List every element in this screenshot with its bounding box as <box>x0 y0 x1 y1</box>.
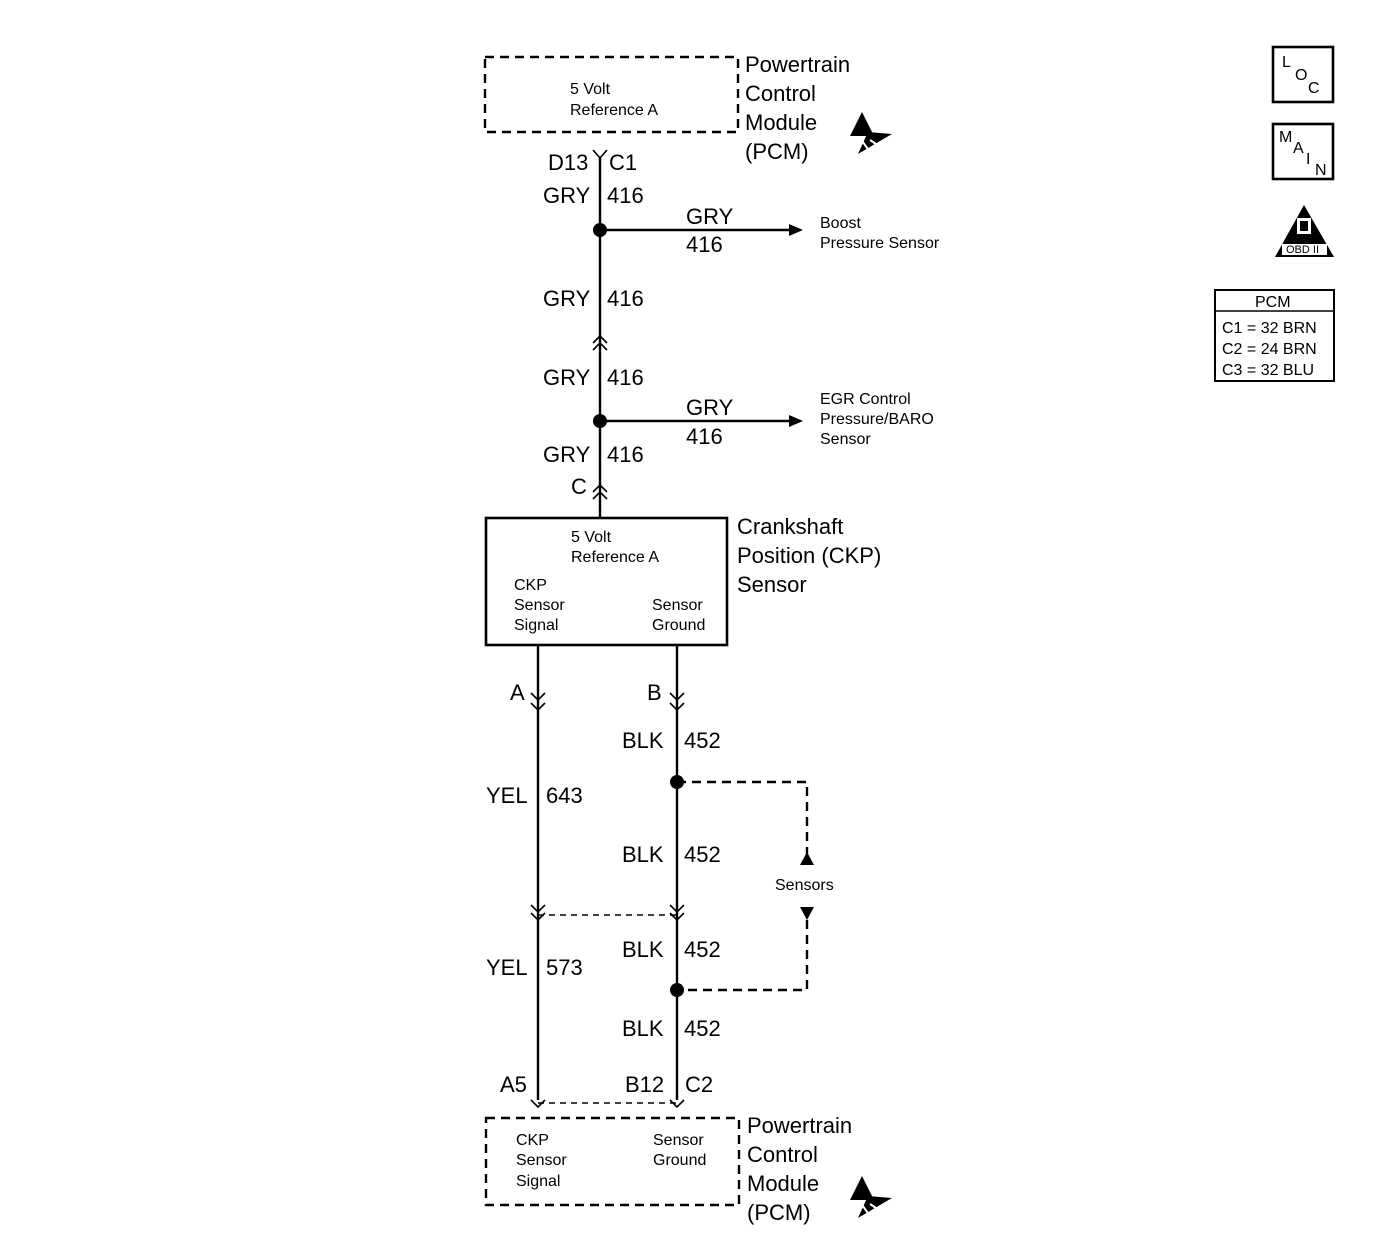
pin-c1: C1 <box>609 150 637 175</box>
wire-452-color-4: BLK <box>622 1016 664 1041</box>
sensors-loop-top <box>677 780 809 860</box>
wire-643-circuit: 643 <box>546 783 583 808</box>
connector-icon <box>592 149 608 160</box>
main-letter-n: N <box>1315 162 1327 179</box>
connector-c: C <box>571 474 587 499</box>
pcm-bottom-ground-1: Sensor <box>653 1132 704 1149</box>
inline-connector-icon <box>592 334 608 351</box>
wire-boost-circuit: 416 <box>686 232 723 257</box>
pin-d13: D13 <box>548 150 588 175</box>
main-letter-a: A <box>1293 140 1304 157</box>
wire-452-color-2: BLK <box>622 842 664 867</box>
esd-icon <box>849 111 893 155</box>
wire-573-circuit: 573 <box>546 955 583 980</box>
wire-643-color: YEL <box>486 783 528 808</box>
ckp-ref-1: 5 Volt <box>571 529 612 546</box>
sensors-loop-bottom <box>677 920 809 992</box>
wire-416-color-2: GRY <box>543 286 591 311</box>
pcm-bottom-title-1: Powertrain <box>747 1113 852 1138</box>
sensors-label: Sensors <box>775 877 834 894</box>
wire-573-color: YEL <box>486 955 528 980</box>
pcm-connector-table <box>1214 289 1335 382</box>
pcm-bottom-signal-2: Sensor <box>516 1152 567 1169</box>
wire-416-circuit-4: 416 <box>607 442 644 467</box>
main-icon[interactable] <box>1271 122 1335 181</box>
main-letter-i: I <box>1306 151 1310 168</box>
arrow-right-icon <box>789 224 803 236</box>
pin-a: A <box>510 680 525 705</box>
ckp-ground-2: Ground <box>652 617 705 634</box>
wire-416-circuit-1: 416 <box>607 183 644 208</box>
pcm-table-row-2: C2 = 24 BRN <box>1222 341 1317 358</box>
wire-416-circuit-3: 416 <box>607 365 644 390</box>
pcm-bottom-box <box>484 1116 741 1207</box>
connector-a-icon <box>530 692 546 712</box>
wire-416-color-4: GRY <box>543 442 591 467</box>
ckp-title-1: Crankshaft <box>737 514 843 539</box>
pin-a5: A5 <box>500 1072 527 1097</box>
pcm-table-title: PCM <box>1255 294 1291 311</box>
egr-sensor-3: Sensor <box>820 431 871 448</box>
arrow-up-icon <box>800 852 814 865</box>
pin-b12: B12 <box>625 1072 664 1097</box>
connector-b-icon <box>669 692 685 712</box>
ckp-signal-3: Signal <box>514 617 558 634</box>
obd-label: OBD II <box>1286 244 1319 256</box>
pcm-top-title-3: Module <box>745 110 817 135</box>
pcm-top-title-1: Powertrain <box>745 52 850 77</box>
egr-sensor-2: Pressure/BARO <box>820 411 934 428</box>
pcm-table-row-3: C3 = 32 BLU <box>1222 362 1314 379</box>
pcm-top-label-2: Reference A <box>570 102 658 119</box>
main-letter-m: M <box>1279 129 1292 146</box>
wire-452-color-3: BLK <box>622 937 664 962</box>
loc-letter-c: C <box>1308 80 1320 97</box>
wire-416-color-3: GRY <box>543 365 591 390</box>
pcm-bottom-title-3: Module <box>747 1171 819 1196</box>
ckp-signal-2: Sensor <box>514 597 565 614</box>
arrow-down-icon <box>800 907 814 920</box>
pcm-bottom-title-2: Control <box>747 1142 818 1167</box>
pin-b: B <box>647 680 662 705</box>
wire-egr-color: GRY <box>686 395 734 420</box>
ckp-title-3: Sensor <box>737 572 807 597</box>
connector-c-icon <box>592 483 608 500</box>
wire-452-circuit-4: 452 <box>684 1016 721 1041</box>
wire-452-color-1: BLK <box>622 728 664 753</box>
ckp-sensor-box <box>484 516 729 647</box>
wire-452-circuit-1: 452 <box>684 728 721 753</box>
pcm-bottom-signal-3: Signal <box>516 1173 560 1190</box>
pcm-bottom-signal-1: CKP <box>516 1132 549 1149</box>
arrow-right-icon <box>789 415 803 427</box>
esd-icon <box>849 1175 893 1219</box>
ckp-signal-1: CKP <box>514 577 547 594</box>
boost-sensor-1: Boost <box>820 215 861 232</box>
loc-icon[interactable] <box>1271 45 1335 104</box>
ckp-ref-2: Reference A <box>571 549 659 566</box>
wire-boost-color: GRY <box>686 204 734 229</box>
wire-452-circuit-2: 452 <box>684 842 721 867</box>
egr-sensor-1: EGR Control <box>820 391 911 408</box>
pin-c2: C2 <box>685 1072 713 1097</box>
ckp-ground-1: Sensor <box>652 597 703 614</box>
loc-letter-l: L <box>1282 54 1291 71</box>
boost-sensor-2: Pressure Sensor <box>820 235 940 252</box>
pcm-bottom-ground-2: Ground <box>653 1152 706 1169</box>
loc-letter-o: O <box>1295 67 1307 84</box>
pcm-bottom-title-4: (PCM) <box>747 1200 811 1225</box>
wire-416-color-1: GRY <box>543 183 591 208</box>
pcm-top-title-4: (PCM) <box>745 139 809 164</box>
pcm-top-box <box>483 55 740 134</box>
connector-b12-icon <box>669 1099 685 1109</box>
ckp-title-2: Position (CKP) <box>737 543 881 568</box>
pcm-top-label-1: 5 Volt <box>570 81 611 98</box>
pcm-top-title-2: Control <box>745 81 816 106</box>
connector-a5-icon <box>530 1099 546 1109</box>
wire-452-circuit-3: 452 <box>684 937 721 962</box>
wire-416-circuit-2: 416 <box>607 286 644 311</box>
obd-ii-icon[interactable]: OBD II <box>1275 205 1334 257</box>
pcm-table-row-1: C1 = 32 BRN <box>1222 320 1317 337</box>
wire-egr-circuit: 416 <box>686 424 723 449</box>
